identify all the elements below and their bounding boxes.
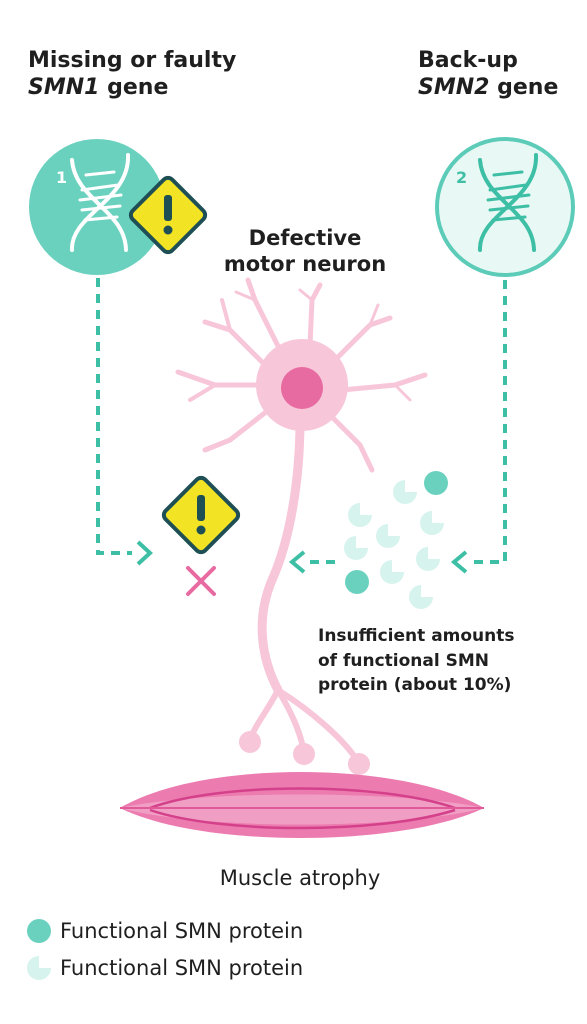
smn1-heading-line1: Missing or faulty bbox=[28, 48, 237, 73]
protein-caption-line2: of functional SMN bbox=[318, 650, 490, 671]
warning-icon-middle bbox=[159, 473, 243, 557]
functional-protein-icon bbox=[424, 471, 448, 495]
neuron-nucleus bbox=[281, 367, 323, 409]
protein-caption-line3: protein (about 10%) bbox=[318, 675, 512, 696]
dna-icon bbox=[69, 153, 131, 252]
muscle-caption: Muscle atrophy bbox=[219, 866, 381, 890]
dashed-connector-left bbox=[96, 278, 132, 555]
neuron-title-line2: motor neuron bbox=[223, 251, 387, 276]
smn2-heading-line1: Back-up bbox=[418, 48, 518, 73]
arrow-head-icon bbox=[136, 540, 153, 566]
legend-label: Functional SMN protein bbox=[60, 956, 304, 980]
legend-item-functional: Functional SMN protein bbox=[26, 918, 303, 944]
protein-cluster bbox=[344, 471, 448, 609]
axon-terminal bbox=[348, 753, 370, 775]
dna-icon bbox=[477, 153, 539, 252]
partial-circle-icon bbox=[27, 956, 51, 980]
gene-badge-1: 1 bbox=[56, 168, 67, 187]
partial-protein-icon bbox=[420, 511, 444, 535]
partial-protein-icon bbox=[416, 547, 440, 571]
smn1-heading: Missing or faulty SMN1 gene bbox=[28, 48, 236, 102]
partial-protein-icon bbox=[409, 585, 433, 609]
smn2-heading: Back-up SMN2 gene bbox=[418, 48, 558, 102]
smn1-gene-suffix: gene bbox=[99, 74, 169, 100]
partial-protein-icon bbox=[380, 560, 404, 584]
arrow-head-icon bbox=[450, 550, 468, 574]
axon-terminal bbox=[293, 743, 315, 765]
dashed-connector-right bbox=[470, 280, 507, 564]
smn1-gene-name: SMN1 bbox=[28, 74, 100, 100]
neuron-title-line1: Defective bbox=[248, 226, 362, 250]
functional-protein-icon bbox=[345, 570, 369, 594]
protein-caption-line1: Insufficient amounts bbox=[318, 626, 515, 646]
protein-caption: Insufficient amounts of functional SMN p… bbox=[318, 624, 515, 698]
cross-icon bbox=[186, 566, 216, 596]
smn2-gene-name: SMN2 bbox=[418, 74, 490, 100]
partial-protein-icon bbox=[393, 480, 417, 504]
partial-protein-icon bbox=[376, 524, 400, 548]
smn1-gene-circle bbox=[29, 139, 165, 275]
gene-badge-2: 2 bbox=[456, 168, 467, 187]
muscle-fiber bbox=[120, 772, 484, 838]
axon-terminal bbox=[239, 731, 261, 753]
full-circle-icon bbox=[27, 919, 51, 943]
smn2-gene-circle bbox=[435, 137, 575, 277]
motor-neuron bbox=[175, 277, 428, 765]
legend-item-partial: Functional SMN protein bbox=[26, 955, 303, 981]
arrow-head-icon bbox=[288, 550, 306, 574]
partial-protein-icon bbox=[344, 536, 368, 560]
legend-label: Functional SMN protein bbox=[60, 919, 304, 943]
smn2-gene-suffix: gene bbox=[489, 74, 559, 100]
partial-protein-icon bbox=[348, 503, 372, 527]
neuron-title: Defective motor neuron bbox=[200, 226, 410, 277]
